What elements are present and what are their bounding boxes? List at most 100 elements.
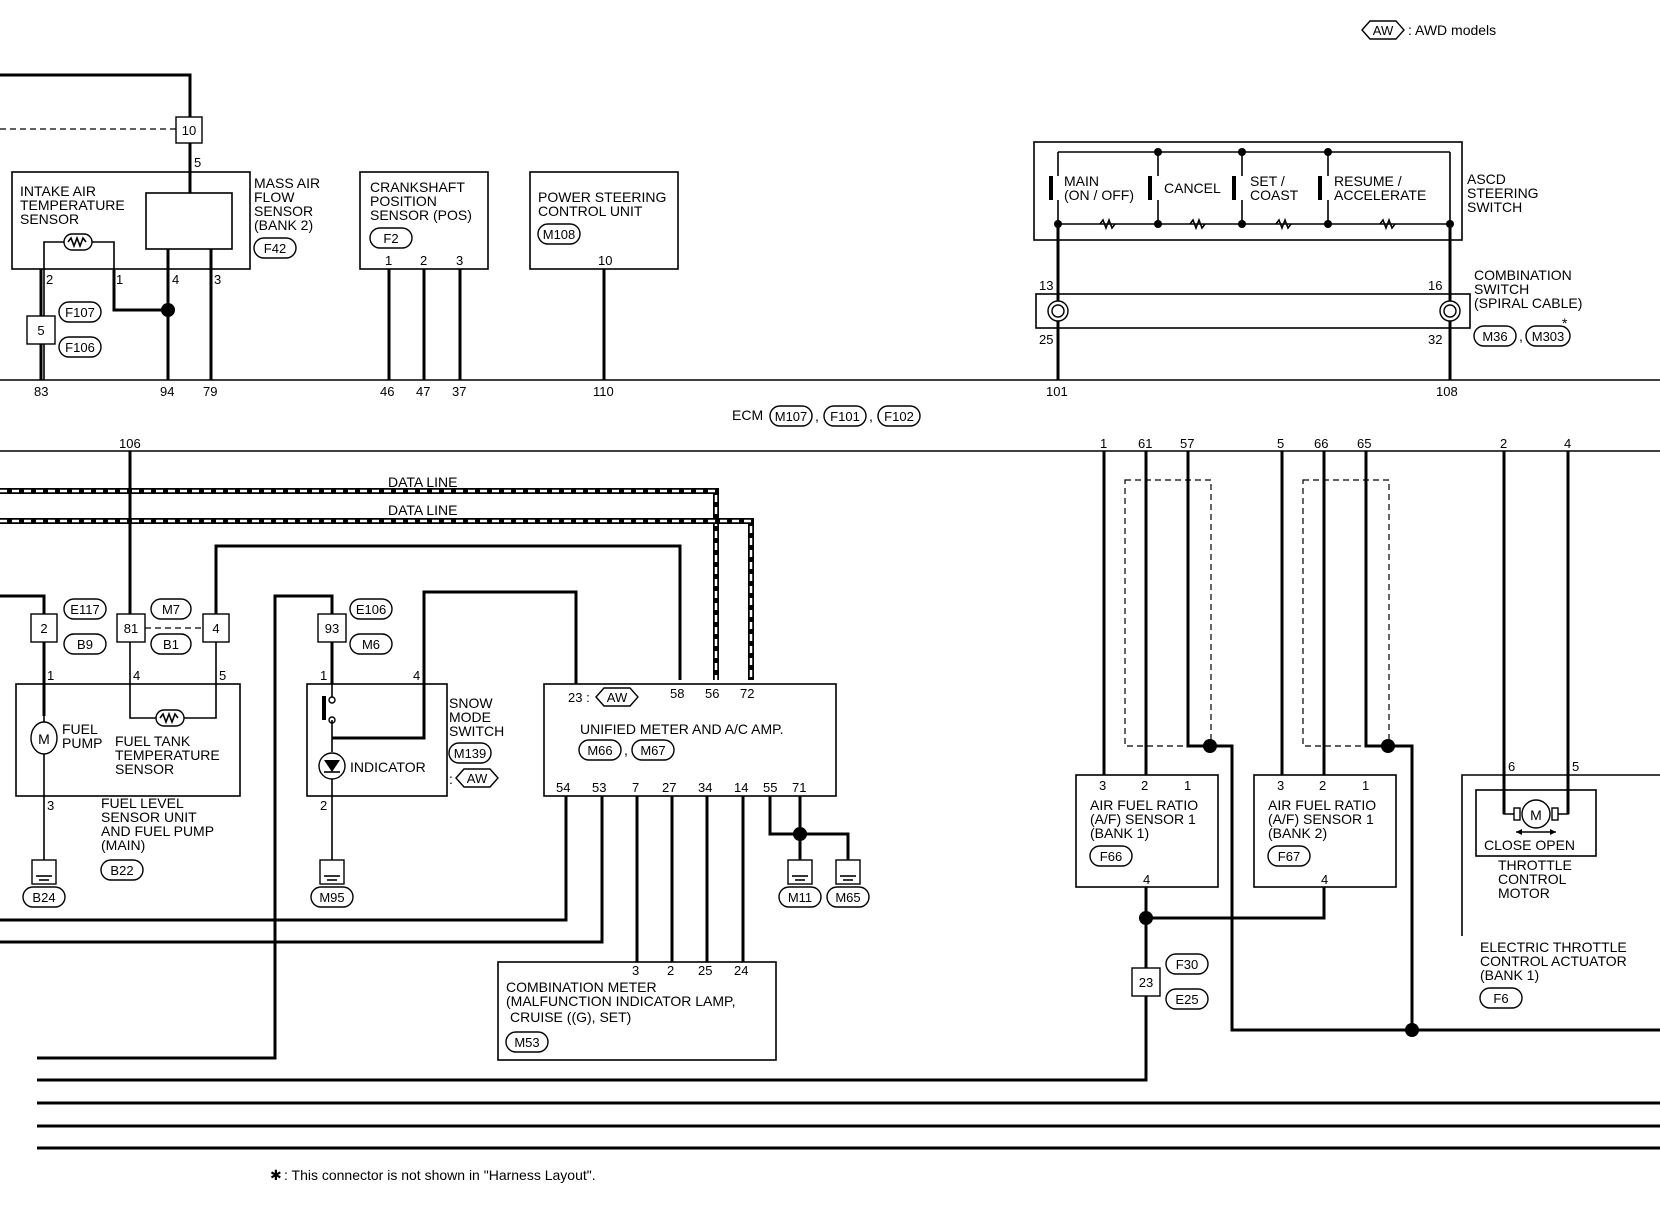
svg-text:COMBINATION METER: COMBINATION METER <box>506 979 657 995</box>
svg-text:MOTOR: MOTOR <box>1498 885 1550 901</box>
svg-text:CANCEL: CANCEL <box>1164 180 1221 196</box>
svg-text:(BANK 1): (BANK 1) <box>1480 967 1539 983</box>
svg-text:B22: B22 <box>110 863 133 878</box>
svg-text:2: 2 <box>40 621 47 636</box>
svg-text:F107: F107 <box>65 305 95 320</box>
svg-text:(BANK 2): (BANK 2) <box>254 217 313 233</box>
svg-text:RESUME /: RESUME / <box>1334 173 1402 189</box>
svg-text:MASS AIR: MASS AIR <box>254 175 320 191</box>
svg-text:(MALFUNCTION INDICATOR LAMP,: (MALFUNCTION INDICATOR LAMP, <box>506 993 735 1009</box>
svg-text:83: 83 <box>34 384 48 399</box>
svg-text:2: 2 <box>1319 778 1326 793</box>
svg-text:65: 65 <box>1357 436 1371 451</box>
svg-text:71: 71 <box>792 780 806 795</box>
svg-text:SET /: SET / <box>1250 173 1285 189</box>
svg-text:SENSOR: SENSOR <box>20 211 79 227</box>
svg-text:SENSOR (POS): SENSOR (POS) <box>370 207 472 223</box>
svg-text:37: 37 <box>452 384 466 399</box>
ascd-switch-set-coast: SET / COAST <box>1232 152 1299 224</box>
svg-text:2: 2 <box>320 798 327 813</box>
crankshaft-section: CRANKSHAFT POSITION SENSOR (POS) F2 1 2 … <box>359 171 489 380</box>
intake-air-box <box>11 171 251 270</box>
svg-text:FLOW: FLOW <box>254 189 295 205</box>
svg-text:47: 47 <box>416 384 430 399</box>
aw-legend-text: : AWD models <box>1408 22 1496 38</box>
svg-text:23 :: 23 : <box>568 690 590 705</box>
svg-text:M95: M95 <box>319 890 344 905</box>
svg-text:CRUISE ((G), SET): CRUISE ((G), SET) <box>510 1009 631 1025</box>
svg-text:COMBINATION: COMBINATION <box>1474 267 1572 283</box>
svg-text:SENSOR UNIT: SENSOR UNIT <box>101 809 197 825</box>
svg-text:27: 27 <box>662 780 676 795</box>
svg-text:1: 1 <box>385 253 392 268</box>
svg-text:(ON / OFF): (ON / OFF) <box>1064 187 1134 203</box>
svg-text:AIR FUEL RATIO: AIR FUEL RATIO <box>1268 797 1376 813</box>
svg-text:SENSOR: SENSOR <box>115 761 174 777</box>
svg-text:2: 2 <box>1141 778 1148 793</box>
svg-text:ELECTRIC THROTTLE: ELECTRIC THROTTLE <box>1480 939 1627 955</box>
svg-text:STEERING: STEERING <box>1467 185 1539 201</box>
svg-text:SNOW: SNOW <box>449 695 493 711</box>
svg-text::: : <box>449 771 453 787</box>
svg-text:M53: M53 <box>514 1035 539 1050</box>
svg-text:61: 61 <box>1138 436 1152 451</box>
svg-text:B24: B24 <box>32 890 55 905</box>
svg-text:1: 1 <box>1184 778 1191 793</box>
svg-text:2: 2 <box>667 963 674 978</box>
svg-text:3: 3 <box>47 798 54 813</box>
svg-text:46: 46 <box>380 384 394 399</box>
af-sensors-section: 3 2 1 AIR FUEL RATIO (A/F) SENSOR 1 (BAN… <box>37 451 1660 1082</box>
throttle-motor-icon <box>1521 799 1551 829</box>
svg-text:M7: M7 <box>162 602 180 617</box>
svg-text:FUEL LEVEL: FUEL LEVEL <box>101 795 184 811</box>
svg-text:3: 3 <box>456 253 463 268</box>
svg-text:THROTTLE: THROTTLE <box>1498 857 1572 873</box>
svg-text:ASCD: ASCD <box>1467 171 1506 187</box>
svg-text:E25: E25 <box>1175 992 1198 1007</box>
svg-text:F6: F6 <box>1493 991 1508 1006</box>
svg-text:24: 24 <box>734 963 748 978</box>
svg-text:M66: M66 <box>587 743 612 758</box>
svg-text:10: 10 <box>182 123 196 138</box>
svg-text:3: 3 <box>1099 778 1106 793</box>
svg-text:F42: F42 <box>264 241 286 256</box>
svg-text:1: 1 <box>116 272 123 287</box>
ecm-lower-pins: 106 1 61 57 5 66 65 2 4 <box>119 436 1571 451</box>
ascd-switch-cancel: CANCEL <box>1148 152 1221 224</box>
maf-sensor-element <box>145 192 233 250</box>
snow-switch-box <box>306 683 448 797</box>
svg-text:4: 4 <box>1564 436 1571 451</box>
svg-text:SWITCH: SWITCH <box>449 723 504 739</box>
svg-text:✱: ✱ <box>270 1167 282 1183</box>
unified-meter-section: 23 : AW 58 56 72 UNIFIED METER AND A/C A… <box>0 683 870 962</box>
svg-text:5: 5 <box>37 323 44 338</box>
svg-text:INDICATOR: INDICATOR <box>350 759 426 775</box>
svg-text:6: 6 <box>1508 759 1515 774</box>
svg-text:,: , <box>1519 328 1523 344</box>
combination-meter-section: 3 2 25 24 COMBINATION METER (MALFUNCTION… <box>497 961 777 1061</box>
svg-text:M11: M11 <box>788 890 812 905</box>
fuel-unit-box <box>15 683 241 797</box>
svg-text:13: 13 <box>1039 278 1053 293</box>
svg-text:F2: F2 <box>383 231 398 246</box>
svg-text:2: 2 <box>1500 436 1507 451</box>
svg-text:4: 4 <box>212 621 219 636</box>
svg-text:3: 3 <box>1277 778 1284 793</box>
ascd-switch-section: MAIN (ON / OFF) CANCEL SET / COAST RESUM… <box>1033 141 1539 241</box>
svg-text:94: 94 <box>160 384 174 399</box>
svg-text:POSITION: POSITION <box>370 193 437 209</box>
unified-meter-box <box>543 683 837 797</box>
svg-text:M: M <box>38 731 50 747</box>
svg-text:72: 72 <box>740 686 754 701</box>
svg-text:M139: M139 <box>454 746 487 761</box>
svg-text:93: 93 <box>325 621 339 636</box>
data-lines: DATA LINE DATA LINE <box>0 474 754 680</box>
svg-text:(A/F) SENSOR 1: (A/F) SENSOR 1 <box>1268 811 1374 827</box>
svg-text:81: 81 <box>124 621 138 636</box>
svg-text:M: M <box>1530 807 1542 823</box>
svg-text:F66: F66 <box>1100 849 1122 864</box>
relay-10 <box>175 116 203 144</box>
svg-text:INTAKE AIR: INTAKE AIR <box>20 183 96 199</box>
ecm-label: ECM M107 , F101 , F102 <box>732 405 921 427</box>
